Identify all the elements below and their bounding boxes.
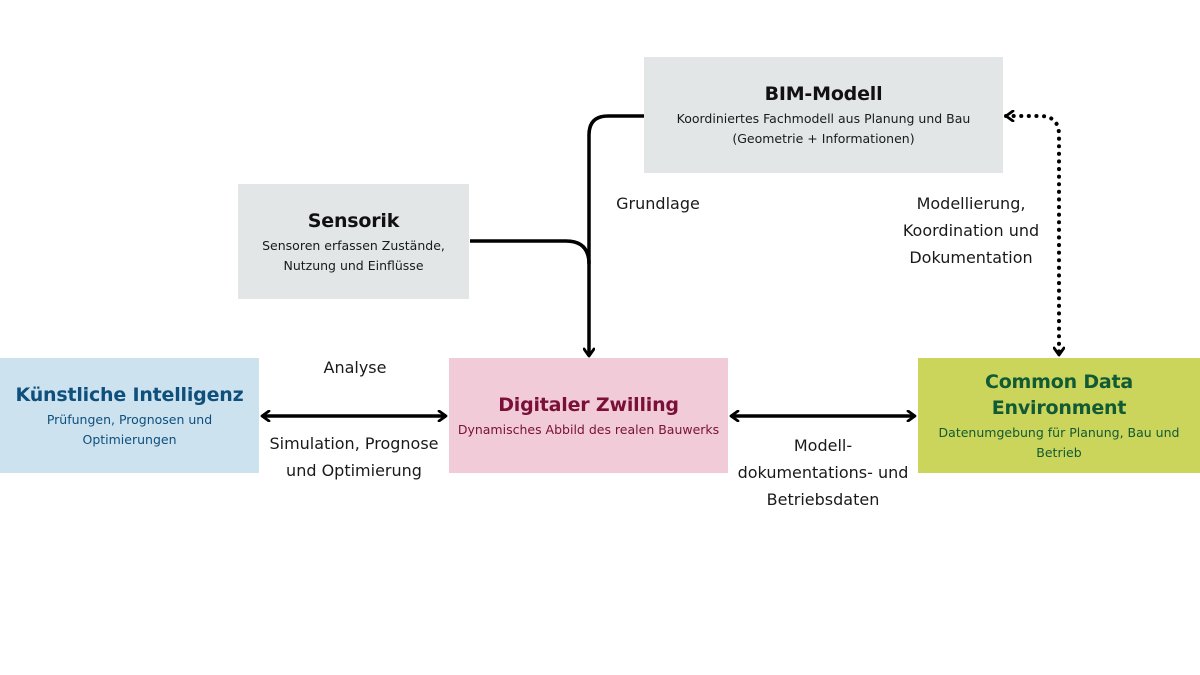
label-line: Modell- — [793, 436, 853, 455]
desc-line: Optimierungen — [82, 431, 177, 447]
sensorik-to-dz-connector — [470, 239, 591, 265]
desc-line: Koordiniertes Fachmodell aus Planung und… — [676, 111, 971, 126]
node-kuenstliche-intelligenz: Künstliche Intelligenz Prüfungen, Progno… — [0, 358, 259, 473]
node-description: Prüfungen, Prognosen und Optimierungen — [47, 410, 212, 450]
desc-line: (Geometrie + Informationen) — [732, 131, 915, 146]
node-title: BIM-Modell — [764, 83, 883, 105]
node-description: Dynamisches Abbild des realen Bauwerks — [458, 420, 719, 440]
desc-line: Datenumgebung für Planung, Bau und — [938, 424, 1180, 440]
node-title: Digitaler Zwilling — [498, 393, 679, 416]
desc-line: Nutzung und Einflüsse — [283, 257, 424, 273]
desc-line: Dynamisches Abbild des realen Bauwerks — [457, 421, 720, 437]
bim-to-dz-connector — [589, 114, 644, 356]
node-title: Künstliche Intelligenz — [15, 383, 244, 406]
node-common-data-environment: Common Data Environment Datenumgebung fü… — [918, 358, 1200, 473]
label-line: und Optimierung — [286, 461, 422, 480]
label-line: Simulation, Prognose — [269, 434, 439, 453]
edge-label-simulation: Simulation, Prognose und Optimierung — [259, 430, 449, 484]
label-line: Koordination und — [902, 221, 1040, 240]
desc-line: Betrieb — [1036, 444, 1082, 460]
edge-label-betriebsdaten: Modell- dokumentations- und Betriebsdate… — [728, 432, 918, 513]
desc-line: Sensoren erfassen Zustände, — [262, 237, 445, 253]
label-line: dokumentations- und — [737, 463, 909, 482]
node-title: Common Data Environment — [984, 370, 1134, 419]
label-line: Dokumentation — [909, 248, 1033, 267]
node-description: Datenumgebung für Planung, Bau und Betri… — [939, 423, 1180, 463]
desc-line: Prüfungen, Prognosen und — [46, 411, 213, 427]
node-description: Sensoren erfassen Zustände, Nutzung und … — [262, 236, 445, 276]
label-line: Modellierung, — [916, 194, 1026, 213]
node-sensorik: Sensorik Sensoren erfassen Zustände, Nut… — [238, 184, 469, 299]
edge-label-grundlage: Grundlage — [616, 194, 700, 213]
node-bim-modell: BIM-Modell Koordiniertes Fachmodell aus … — [644, 57, 1003, 173]
edge-label-modellierung: Modellierung, Koordination und Dokumenta… — [886, 190, 1056, 271]
node-title: Sensorik — [307, 209, 400, 232]
node-digitaler-zwilling: Digitaler Zwilling Dynamisches Abbild de… — [449, 358, 728, 473]
label-line: Betriebsdaten — [766, 490, 880, 509]
node-description: Koordiniertes Fachmodell aus Planung und… — [677, 109, 971, 149]
edge-label-analyse: Analyse — [323, 358, 387, 377]
